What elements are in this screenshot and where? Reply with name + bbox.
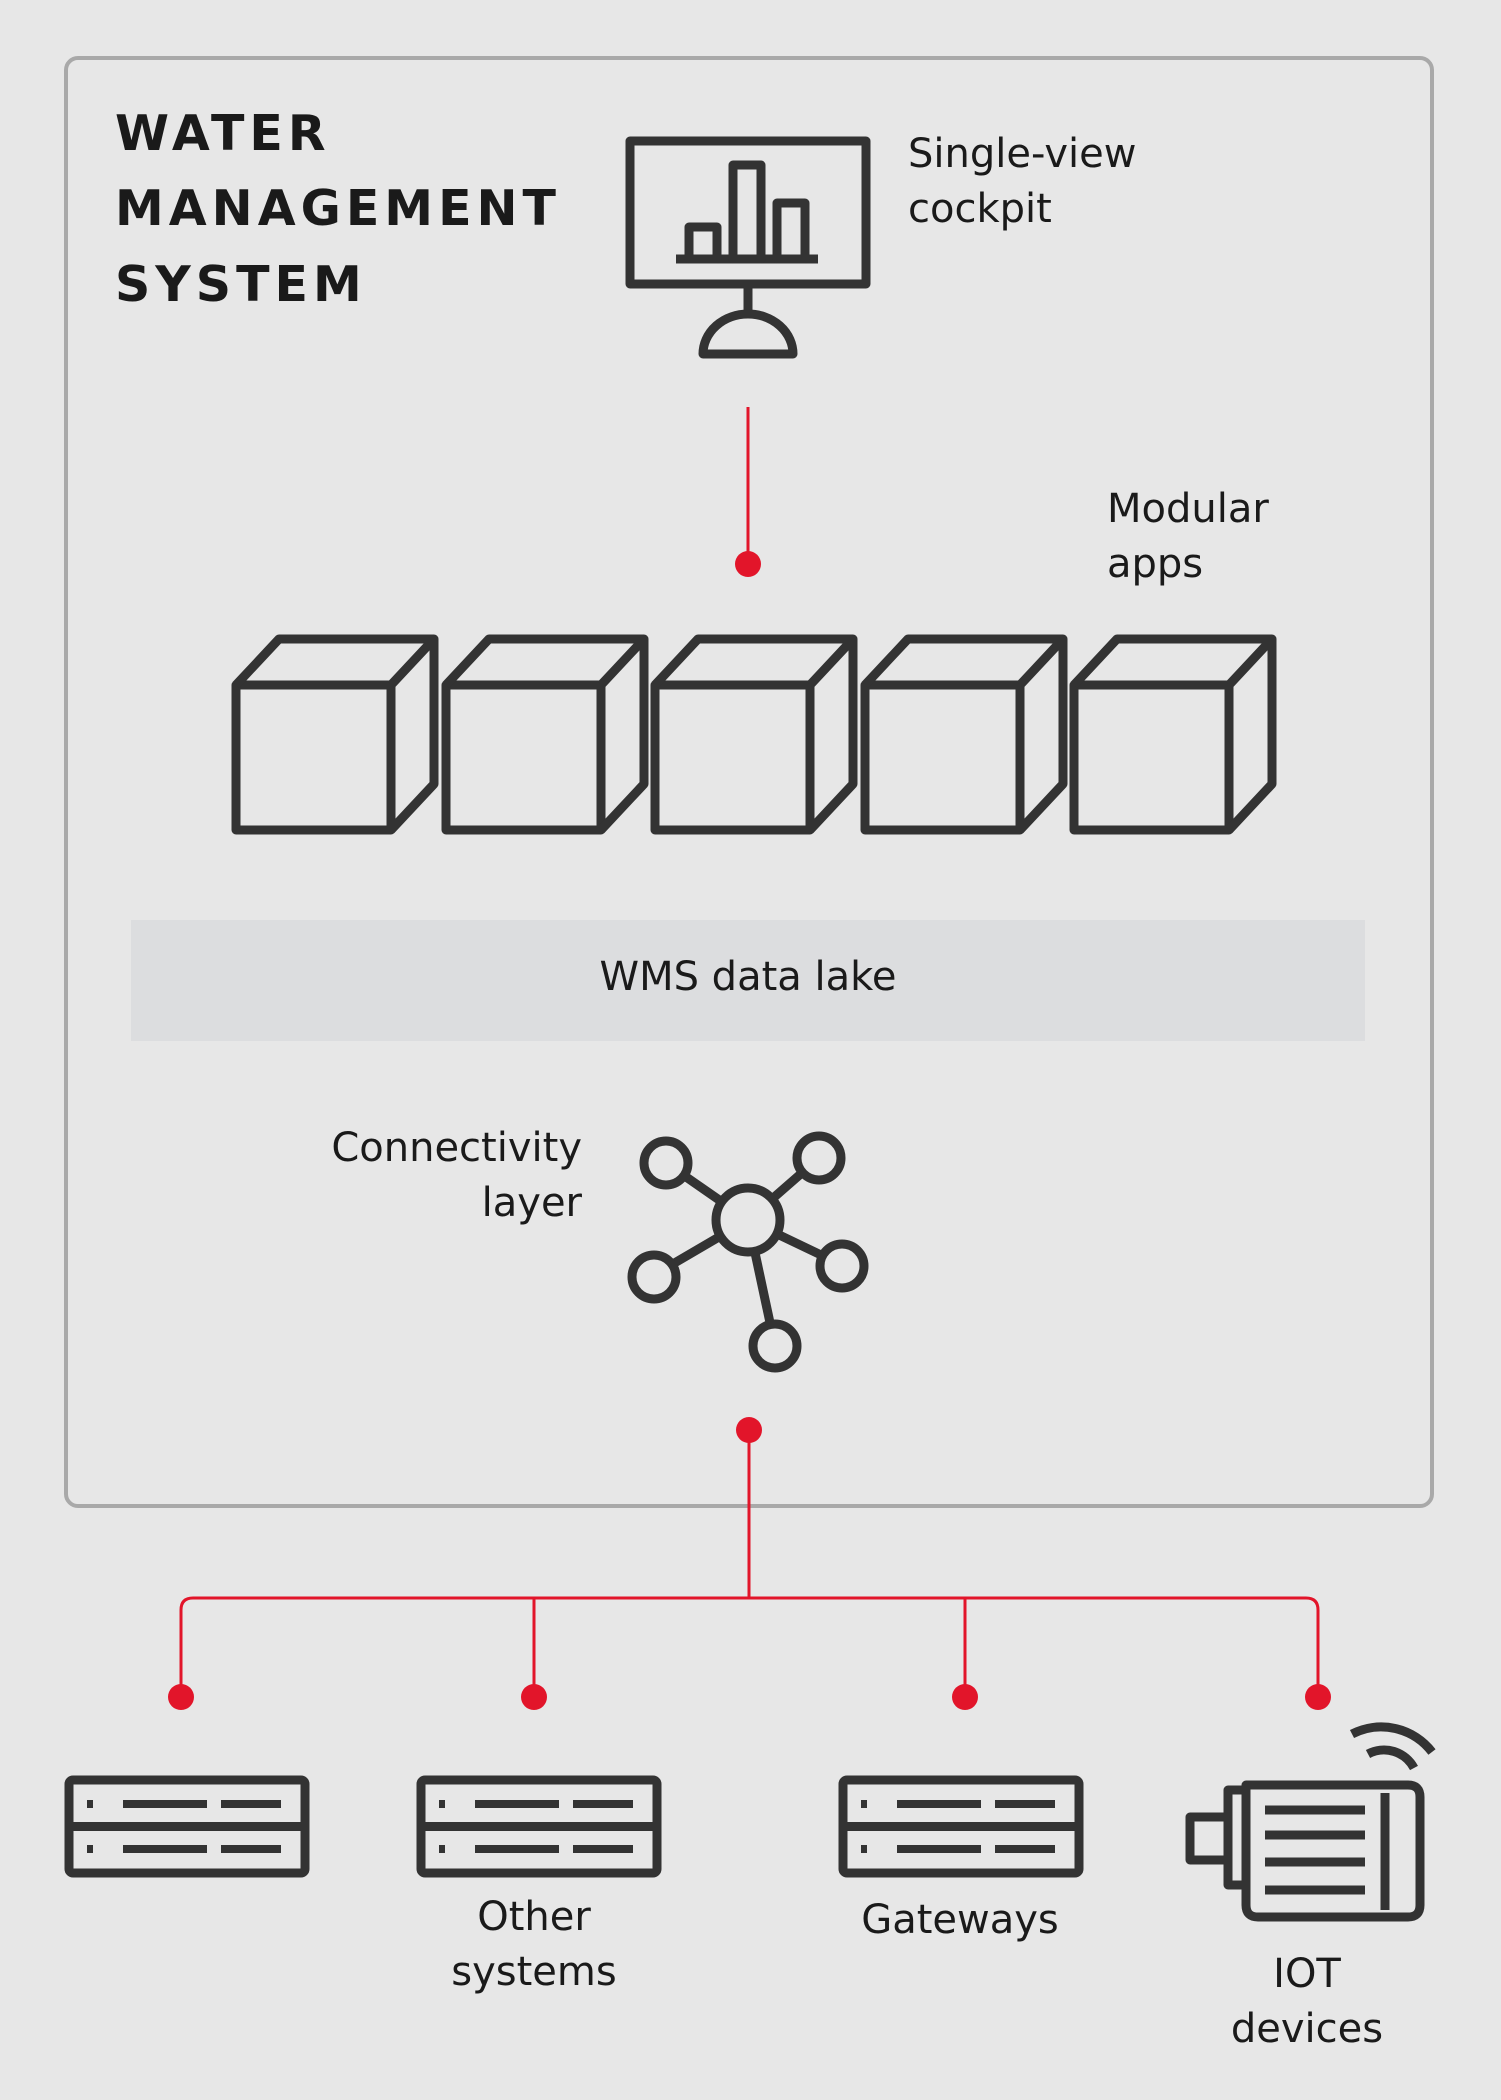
server-racks-row: [64, 1775, 1084, 1878]
cockpit-connector: [735, 407, 761, 577]
source-label-line1: IOT: [1273, 1951, 1341, 1997]
title-line-3: SYSTEM: [115, 256, 367, 313]
cube-icon: [860, 634, 1068, 835]
source-label-other-systems: Other systems: [434, 1890, 634, 2000]
cockpit-label-line2: cockpit: [908, 186, 1052, 232]
connector-dots: [168, 1417, 1331, 1710]
source-label-iot-devices: IOT devices: [1207, 1947, 1407, 2057]
cockpit-label: Single-view cockpit: [908, 127, 1136, 237]
modular-apps-row: [231, 634, 1277, 835]
monitor-chart-icon: [625, 136, 871, 359]
modular-apps-label: Modular apps: [1107, 482, 1269, 592]
connectivity-label: Connectivity layer: [331, 1121, 582, 1231]
cube-icon: [650, 634, 858, 835]
modular-apps-label-line1: Modular: [1107, 486, 1269, 532]
data-lake-band: WMS data lake: [131, 920, 1365, 1041]
server-rack-icon: [64, 1775, 310, 1878]
cube-icon: [231, 634, 439, 835]
server-rack-icon: [838, 1775, 1084, 1878]
source-label-line2: devices: [1230, 2006, 1384, 2052]
source-label-gateways: Gateways: [850, 1893, 1070, 1948]
title-line-1: WATER: [115, 105, 331, 162]
cube-icon: [441, 634, 649, 835]
source-label-line1: Gateways: [861, 1897, 1059, 1943]
source-connectors: [179, 1430, 1320, 1695]
source-label-line2: systems: [451, 1949, 617, 1995]
source-label-line1: Other: [477, 1894, 591, 1940]
cockpit-label-line1: Single-view: [908, 131, 1137, 177]
modular-apps-label-line2: apps: [1107, 541, 1204, 587]
data-lake-label: WMS data lake: [599, 954, 897, 1000]
connectivity-label-line2: layer: [481, 1180, 582, 1226]
title-line-2: MANAGEMENT: [115, 180, 561, 237]
connectivity-label-line1: Connectivity: [331, 1125, 582, 1171]
network-hub-icon: [627, 1131, 869, 1373]
wireless-motor-icon: [1185, 1722, 1436, 1922]
cube-icon: [1069, 634, 1277, 835]
server-rack-icon: [416, 1775, 662, 1878]
